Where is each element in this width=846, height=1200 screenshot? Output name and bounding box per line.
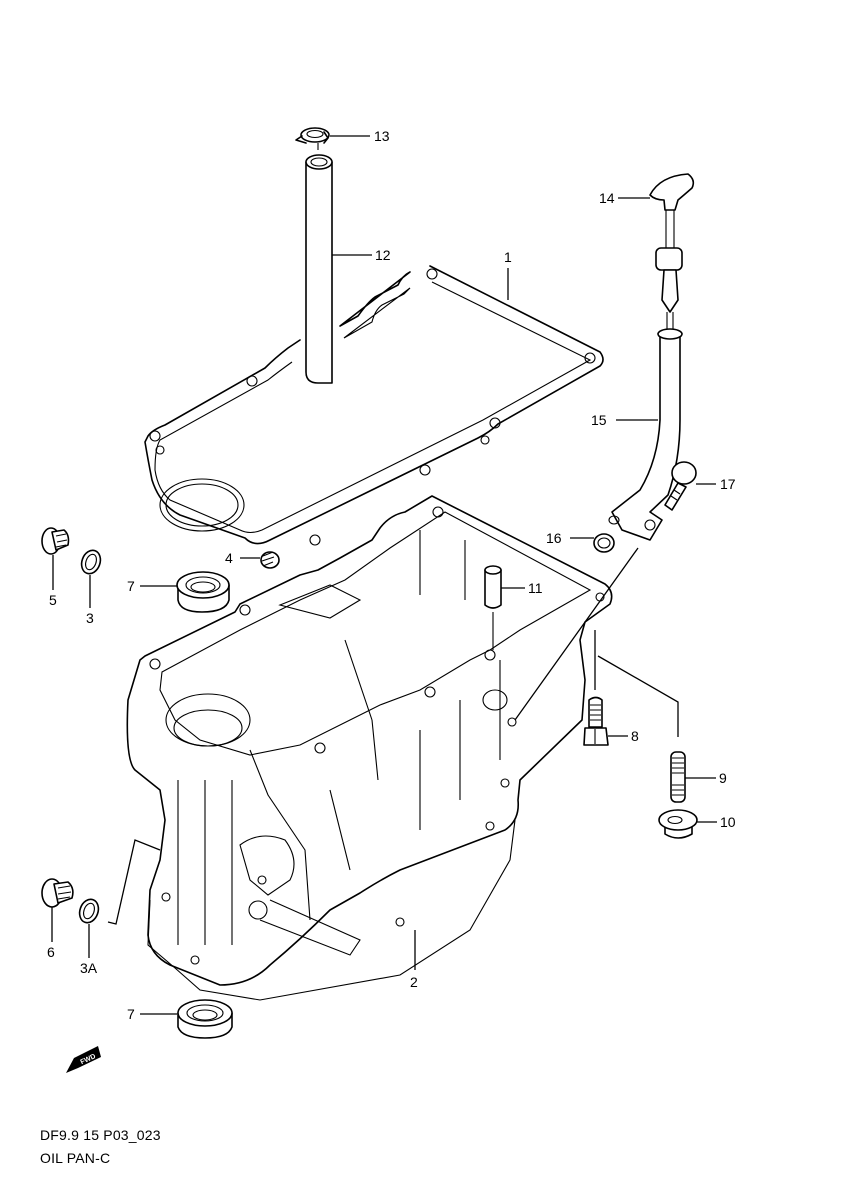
callout-6[interactable]: 6 <box>47 944 55 960</box>
part-3a-washer[interactable] <box>76 897 101 926</box>
diagram-code: DF9.9 15 P03_023 <box>40 1127 161 1143</box>
part-6-drain-plug[interactable] <box>41 878 74 908</box>
part-1-gasket[interactable] <box>144 265 604 546</box>
part-13-clip[interactable] <box>295 127 330 150</box>
part-2-oil-pan[interactable] <box>126 495 613 1001</box>
diagram-title: OIL PAN-C <box>40 1150 111 1166</box>
part-15-guide-pipe[interactable] <box>608 328 683 541</box>
part-9-stud[interactable] <box>670 751 686 803</box>
callout-4[interactable]: 4 <box>225 550 233 566</box>
leader-9-to-pan <box>597 655 679 737</box>
part-14-oil-level-gauge[interactable] <box>649 173 695 335</box>
callout-13[interactable]: 13 <box>374 128 390 144</box>
part-16-o-ring[interactable] <box>593 533 615 553</box>
callout-5[interactable]: 5 <box>49 592 57 608</box>
callout-1[interactable]: 1 <box>504 249 512 265</box>
part-11-dowel-pin[interactable] <box>484 565 502 650</box>
callout-11[interactable]: 11 <box>528 580 543 596</box>
callout-10[interactable]: 10 <box>720 814 736 830</box>
callout-7-lower[interactable]: 7 <box>127 1006 135 1022</box>
callout-8[interactable]: 8 <box>631 728 639 744</box>
part-10-nut[interactable] <box>658 809 698 839</box>
callout-12[interactable]: 12 <box>375 247 391 263</box>
callout-7-upper[interactable]: 7 <box>127 578 135 594</box>
part-12-hose[interactable] <box>305 154 333 384</box>
fwd-arrow-icon: FWD <box>66 1046 101 1073</box>
part-7-oil-seal-lower[interactable] <box>177 999 233 1039</box>
part-3-washer[interactable] <box>78 548 103 577</box>
part-5-drain-plug[interactable] <box>41 527 70 555</box>
callout-14[interactable]: 14 <box>599 190 615 206</box>
callout-16[interactable]: 16 <box>546 530 562 546</box>
part-7-oil-seal-upper[interactable] <box>176 571 230 613</box>
leader-3a-to-pan <box>107 839 161 925</box>
callout-15[interactable]: 15 <box>591 412 607 428</box>
callout-17[interactable]: 17 <box>720 476 736 492</box>
leader-15-to-pan <box>514 547 639 721</box>
callout-9[interactable]: 9 <box>719 770 727 786</box>
callout-2[interactable]: 2 <box>410 974 418 990</box>
callout-3[interactable]: 3 <box>86 610 94 626</box>
part-4-plug[interactable] <box>260 551 280 569</box>
callout-3a[interactable]: 3A <box>80 960 98 976</box>
part-17-bolt[interactable] <box>664 461 697 511</box>
part-8-bolt[interactable] <box>583 696 609 746</box>
